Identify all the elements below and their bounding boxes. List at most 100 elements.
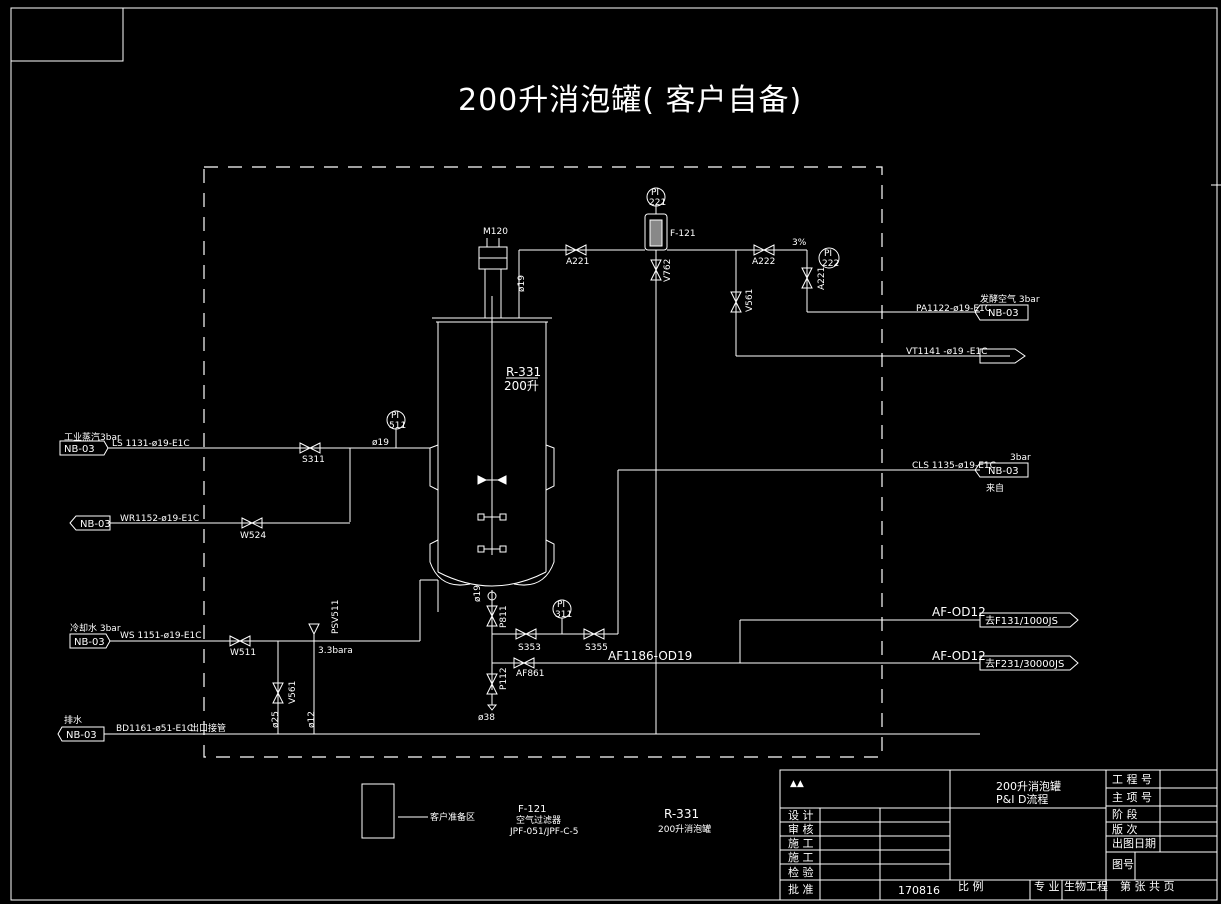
- note-cls-pressure: 3bar: [1010, 453, 1031, 463]
- tb-drawing-name-2: P&I D流程: [996, 792, 1048, 806]
- connector-pa: [974, 304, 1029, 321]
- svg-text:PI: PI: [557, 600, 565, 610]
- valve-af861-label: AF861: [516, 669, 545, 679]
- tb-revision: 版 次: [1112, 822, 1138, 836]
- pi-311: [552, 599, 572, 619]
- note-cls-source: 来自: [986, 482, 1004, 494]
- valve-p811-label: P811: [499, 605, 509, 628]
- tb-design: 设 计: [788, 809, 814, 822]
- note-air: 发酵空气 3bar: [980, 293, 1040, 305]
- pi-222: [818, 247, 840, 269]
- line-wr1152: WR1152-ø19-E1C: [120, 514, 199, 524]
- connector-ws-text: NB-03: [74, 637, 105, 648]
- valve-p112-label: P112: [499, 667, 509, 690]
- drawing-frame: [10, 7, 1218, 901]
- drain-line: 排水 NB-03 BD1161-ø51-E1C 出口接管: [57, 714, 980, 742]
- connector-f131-text: 去F131/1000JS: [985, 615, 1058, 627]
- valve-a221-label: A221: [566, 257, 589, 267]
- ws-line: 冷却水 3bar NB-03 WS 1151-ø19-E1C W511 PSV5…: [69, 579, 439, 734]
- connector-cls: [974, 462, 1029, 478]
- valve-s355-label: S355: [585, 643, 608, 653]
- tb-scale: 比 例: [958, 879, 984, 893]
- line-cls1135: CLS 1135-ø19-E1C: [912, 461, 996, 471]
- valve-s311-label: S311: [302, 455, 325, 465]
- connector-f131: [979, 612, 1079, 628]
- connector-f231-text: 去F231/30000JS: [985, 658, 1064, 670]
- valve-w524-label: W524: [240, 531, 266, 541]
- tb-review: 审 核: [788, 822, 814, 836]
- line-bd1161: BD1161-ø51-E1C: [116, 724, 193, 734]
- svg-text:222: 222: [822, 259, 839, 269]
- legend-f121-model: JPF-051/JPF-C-5: [509, 827, 578, 837]
- tb-issue-date: 出图日期: [1112, 836, 1156, 850]
- tb-discipline: 专 业: [1034, 879, 1060, 893]
- tb-construct2: 施 工: [788, 851, 814, 864]
- vessel-volume: 200升: [504, 379, 539, 393]
- svg-text:311: 311: [555, 610, 572, 620]
- note-steam: 工业蒸汽3bar: [64, 431, 121, 443]
- tb-main-item: 主 项 号: [1112, 791, 1152, 804]
- client-area-box: [361, 783, 395, 839]
- line-ls1131: LS 1131-ø19-E1C: [112, 439, 190, 449]
- size-d38: ø38: [478, 713, 495, 723]
- tb-drawing-name-1: 200升消泡罐: [996, 779, 1061, 793]
- size-d19-top: ø19: [517, 275, 527, 292]
- line-ws1151: WS 1151-ø19-E1C: [120, 631, 202, 641]
- valve-w511-label: W511: [230, 648, 256, 658]
- tb-inspect: 检 验: [788, 865, 814, 879]
- connector-cls-text: NB-03: [988, 466, 1019, 477]
- svg-text:511: 511: [389, 421, 406, 431]
- size-d19-bottom: ø19: [473, 585, 483, 602]
- connector-f231: [979, 655, 1079, 671]
- pi-511: [386, 410, 406, 430]
- vessel-r331: M120 R-331 200升: [429, 227, 555, 587]
- vessel-tag: R-331: [506, 365, 541, 379]
- tb-date: 170816: [898, 884, 940, 897]
- connector-vt: [979, 348, 1026, 364]
- filter-tag: F-121: [670, 229, 696, 239]
- drawing-title: 200升消泡罐( 客户自备): [458, 83, 802, 118]
- note-drain: 排水: [64, 714, 82, 726]
- size-d19-left: ø19: [372, 438, 389, 448]
- svg-text:221: 221: [649, 198, 666, 208]
- tb-construct1: 施 工: [788, 837, 814, 850]
- connector-bd-text: NB-03: [66, 730, 97, 741]
- valve-s353-label: S353: [518, 643, 541, 653]
- connector-steam: [59, 440, 109, 456]
- line-af1186: AF1186-OD19: [608, 649, 692, 663]
- svg-text:PI: PI: [651, 188, 659, 198]
- tb-discipline-value: 生物工程: [1064, 879, 1108, 893]
- psv-set-label: 3.3bara: [318, 646, 353, 656]
- line-vt1141: VT1141 -ø19 -E1C: [906, 347, 987, 357]
- psv511-label: PSV511: [331, 600, 341, 634]
- tb-logo: ▲▲: [790, 779, 804, 789]
- line-af-od12-b: AF-OD12: [932, 649, 986, 663]
- connector-wr-text: NB-03: [80, 519, 111, 530]
- valve-v561-bottom-label: V561: [288, 681, 298, 704]
- ratio-label: 3%: [792, 238, 807, 248]
- legend-r331-name: 200升消泡罐: [658, 823, 711, 835]
- tb-sheet: 第 张 共 页: [1120, 879, 1175, 893]
- wr-line: NB-03 WR1152-ø19-E1C W524: [69, 514, 350, 541]
- package-boundary: [203, 166, 883, 758]
- connector-pa-text: NB-03: [988, 308, 1019, 319]
- note-cooling: 冷却水 3bar: [70, 622, 121, 634]
- tb-project-no: 工 程 号: [1112, 773, 1152, 786]
- valve-v762-label: V762: [663, 259, 673, 282]
- valve-a222-label: A222: [752, 257, 775, 267]
- size-d12: ø12: [307, 711, 317, 728]
- line-af-od12-a: AF-OD12: [932, 605, 986, 619]
- corner-box: [10, 7, 124, 62]
- pi-221: [646, 187, 666, 207]
- legend: 客户准备区 F-121 空气过滤器 JPF-051/JPF-C-5 R-331 …: [361, 783, 711, 839]
- line-pa1122: PA1122-ø19-E1C: [916, 304, 991, 314]
- steam-line: 工业蒸汽3bar NB-03 LS 1131-ø19-E1C S311 ø19 …: [59, 410, 430, 522]
- connector-steam-text: NB-03: [64, 444, 95, 455]
- svg-text:PI: PI: [824, 249, 832, 259]
- legend-f121-tag: F-121: [518, 804, 546, 815]
- legend-client-area: 客户准备区: [430, 811, 475, 823]
- legend-r331-tag: R-331: [664, 807, 699, 821]
